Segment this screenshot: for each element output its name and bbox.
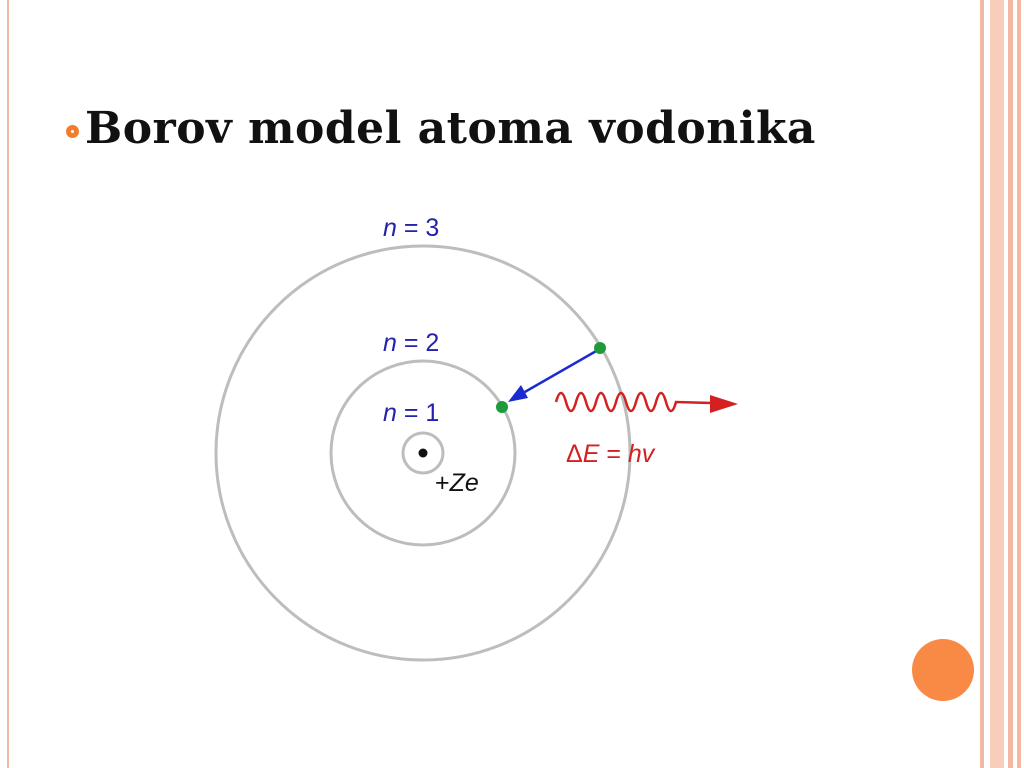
title-row: Borov model atoma vodonika (66, 98, 816, 158)
label-n2: n = 2 (383, 329, 439, 357)
electron-outer (594, 342, 606, 354)
transition-arrow-shaft (522, 348, 599, 395)
bullet-ring-icon (66, 124, 79, 138)
label-nucleus-charge: +Ze (435, 469, 479, 497)
right-border-stripes (976, 0, 1024, 768)
slide-title: Borov model atoma vodonika (85, 102, 816, 154)
decorative-orange-circle (912, 639, 974, 701)
orbit-n3 (214, 244, 632, 662)
left-border-line (7, 0, 9, 768)
nucleus-dot (418, 448, 428, 458)
label-n1: n = 1 (383, 399, 439, 427)
nucleus-ring (401, 431, 445, 475)
label-energy: ΔE = hv (566, 440, 656, 468)
electron-inner (496, 401, 508, 413)
label-n3: n = 3 (383, 214, 439, 242)
photon-arrow-head (710, 395, 738, 413)
photon-wave (554, 391, 713, 413)
orbit-n2 (329, 359, 517, 547)
transition-arrow-head (508, 385, 528, 402)
